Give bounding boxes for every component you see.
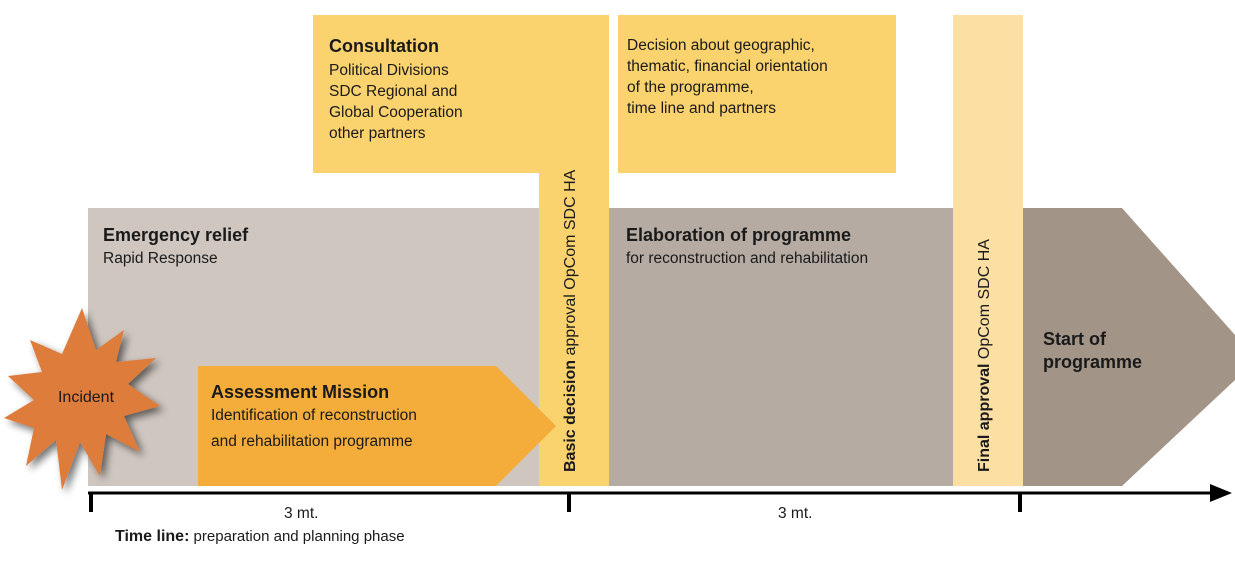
timeline-arrowhead-icon <box>1210 484 1232 502</box>
timeline-duration-1: 3 mt. <box>284 505 319 522</box>
decision-line: of the programme, <box>627 79 754 96</box>
decision-box <box>618 15 896 173</box>
assessment-line2: and rehabilitation programme <box>211 433 413 450</box>
assessment-arrow <box>198 366 556 486</box>
decision-line: Decision about geographic, <box>627 37 815 54</box>
consultation-title: Consultation <box>329 36 439 56</box>
consultation-line: SDC Regional and <box>329 83 458 100</box>
decision-lines: Decision about geographic, thematic, fin… <box>627 35 828 119</box>
start-programme-arrow <box>1000 208 1235 486</box>
incident-layer <box>4 308 160 490</box>
incident-label: Incident <box>57 389 115 406</box>
elaboration-panel <box>608 208 960 486</box>
start-programme-label: Start of programme <box>1043 328 1142 374</box>
timeline-caption: Time line: preparation and planning phas… <box>115 528 405 546</box>
final-approval-bar <box>953 15 1023 486</box>
elaboration-subtitle: for reconstruction and rehabilitation <box>626 250 869 267</box>
elaboration-title: Elaboration of programme <box>626 225 852 245</box>
start-line: programme <box>1043 352 1143 372</box>
timeline-duration-2: 3 mt. <box>778 505 813 522</box>
decision-line: time line and partners <box>627 100 777 117</box>
timeline-caption-bold: Time line: <box>115 528 190 545</box>
decision-line: thematic, financial orientation <box>627 58 828 75</box>
basic-decision-bar <box>539 15 609 486</box>
consultation-line: Global Cooperation <box>329 104 463 121</box>
timeline-caption-rest: preparation and planning phase <box>189 528 405 545</box>
assessment-title: Assessment Mission <box>211 382 390 402</box>
consultation-lines: Political Divisions SDC Regional and Glo… <box>329 60 463 144</box>
emergency-relief-subtitle: Rapid Response <box>103 250 218 267</box>
consultation-line: Political Divisions <box>329 62 449 79</box>
emergency-relief-title: Emergency relief <box>103 225 249 245</box>
assessment-line1: Identification of reconstruction <box>211 407 417 424</box>
consultation-line: other partners <box>329 125 426 142</box>
incident-starburst-icon <box>4 308 160 490</box>
start-line: Start of <box>1043 329 1106 349</box>
